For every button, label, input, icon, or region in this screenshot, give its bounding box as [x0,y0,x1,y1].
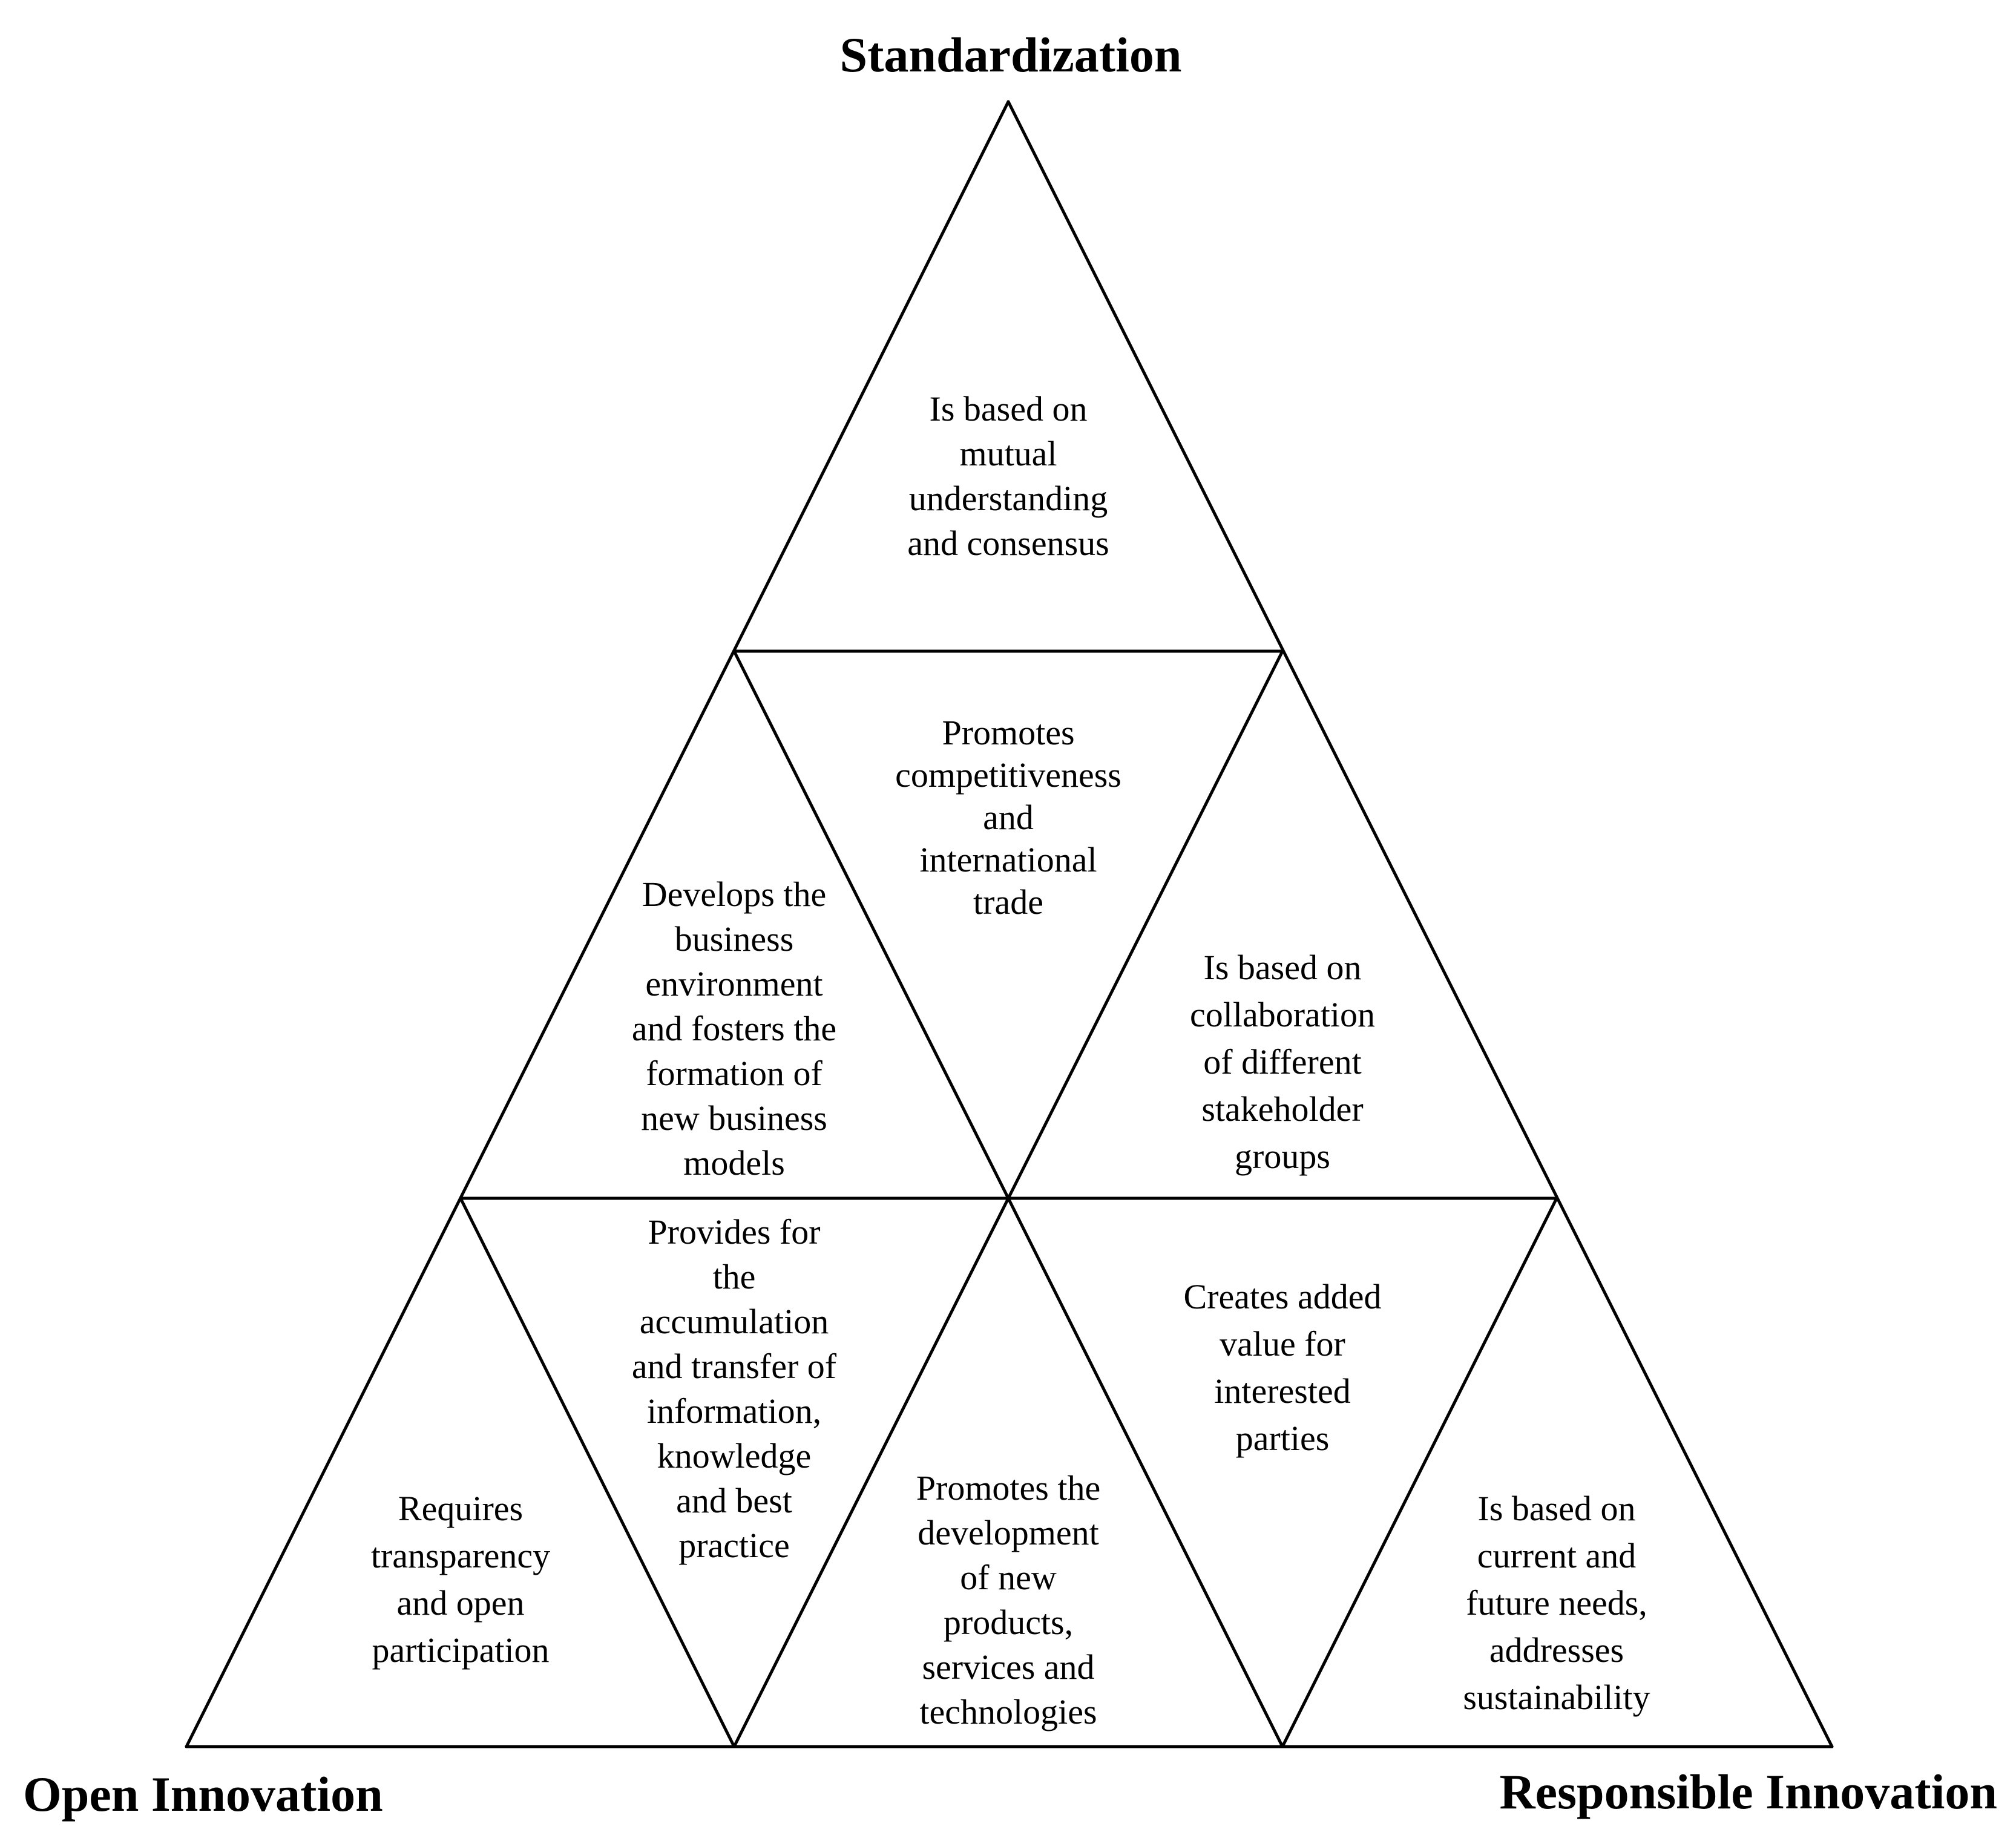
cell-middle-left-text-line-2: business [675,919,794,959]
cell-top-text-line-4: and consensus [907,524,1109,563]
cell-bottom-2-text-line-4: and transfer of [632,1347,837,1386]
cell-middle-right-text-line-2: collaboration [1190,995,1375,1034]
cell-bottom-1-text-line-3: and open [397,1583,525,1623]
diagonal-up-3 [1006,649,1284,1200]
cell-middle-left-text-line-7: models [683,1143,785,1183]
cell-bottom-1-text-line-1: Requires [398,1489,523,1528]
cell-bottom-3-text-line-1: Promotes the [916,1468,1100,1508]
cell-bottom-4-text-line-1: Creates added [1184,1277,1382,1316]
cell-bottom-2-text-line-1: Provides for [648,1212,820,1252]
cell-bottom-4-text-line-3: interested [1214,1371,1350,1411]
diagonal-down-1 [459,1196,736,1748]
cell-middle-left-text-line-3: environment [645,964,822,1003]
cell-middle-right-text-line-4: stakeholder [1201,1089,1363,1129]
cell-bottom-1-text-line-2: transparency [371,1536,550,1575]
cell-middle-center-text-line-3: and [983,798,1034,837]
cell-bottom-1-text: Requires transparency and open participatio… [371,1489,550,1670]
cell-bottom-3-text-line-5: services and [922,1647,1094,1687]
diagonal-up-1 [732,1196,1010,1748]
cell-bottom-5-text-line-1: Is based on [1478,1489,1636,1528]
cell-middle-left-text-line-6: new business [641,1098,827,1138]
cell-middle-left-text-line-5: formation of [646,1054,822,1093]
cell-bottom-4-text: Creates added value for interested parties [1184,1277,1382,1458]
cell-middle-center-text-line-5: trade [973,882,1043,922]
cell-bottom-4-text-line-2: value for [1220,1324,1345,1364]
cell-top-text-line-2: mutual [959,434,1057,473]
cell-middle-left-text-line-4: and fosters the [632,1009,836,1048]
cell-middle-right-text-line-3: of different [1203,1042,1361,1081]
cell-top-text-line-1: Is based on [930,389,1088,428]
cell-middle-center-text-line-4: international [919,840,1097,879]
cell-bottom-2-text-line-6: knowledge [657,1436,812,1475]
cell-bottom-3-text-line-3: of new [960,1558,1057,1597]
cell-top-text-line-3: understanding [909,479,1108,518]
corner-label-top: Standardization [840,27,1182,82]
cell-bottom-5-text-line-2: current and [1477,1536,1636,1575]
cell-bottom-5-text-line-3: future needs, [1466,1583,1647,1623]
cell-middle-left-text-line-1: Develops the [642,875,826,914]
diagonal-down-3 [732,649,1010,1200]
cell-bottom-3-text-line-4: products, [944,1603,1073,1642]
cell-bottom-3-text: Promotes the development of new products, se… [916,1468,1100,1731]
cell-bottom-2-text-line-5: information, [647,1391,821,1431]
diagonal-down-2 [1006,1196,1284,1748]
cell-bottom-1-text-line-4: participation [372,1630,549,1670]
triangle-grid [185,100,1834,1748]
cell-middle-right-text: Is based on collaboration of different stak… [1190,948,1375,1176]
cell-bottom-2-text-line-2: the [713,1257,756,1296]
outer-edge-right [1006,100,1834,1748]
cell-top-text: Is based on mutual understanding and consen… [907,389,1109,563]
cell-bottom-2-text-line-3: accumulation [640,1302,829,1341]
cell-middle-left-text: Develops the business environment and foste… [632,875,836,1183]
cell-bottom-5-text-line-4: addresses [1489,1630,1624,1670]
cell-bottom-2-text-line-7: and best [676,1481,792,1520]
cell-middle-center-text-line-1: Promotes [942,713,1074,752]
cell-bottom-2-text-line-8: practice [678,1526,790,1565]
cell-bottom-5-text: Is based on current and future needs, addre… [1463,1489,1650,1717]
diagonal-up-2 [1281,1196,1558,1748]
cell-bottom-3-text-line-2: development [918,1513,1099,1552]
cell-bottom-3-text-line-6: technologies [919,1692,1097,1731]
corner-label-bottom-left: Open Innovation [23,1767,383,1822]
cell-bottom-2-text: Provides for the accumulation and transfer … [632,1212,837,1565]
cell-middle-right-text-line-1: Is based on [1204,948,1362,987]
cell-middle-center-text-line-2: competitiveness [895,755,1121,795]
corner-label-bottom-right: Responsible Innovation [1499,1764,1997,1819]
cell-bottom-5-text-line-5: sustainability [1463,1678,1650,1717]
cell-bottom-4-text-line-4: parties [1236,1419,1330,1458]
cell-middle-right-text-line-5: groups [1235,1137,1330,1176]
outer-edge-left [185,100,1010,1748]
